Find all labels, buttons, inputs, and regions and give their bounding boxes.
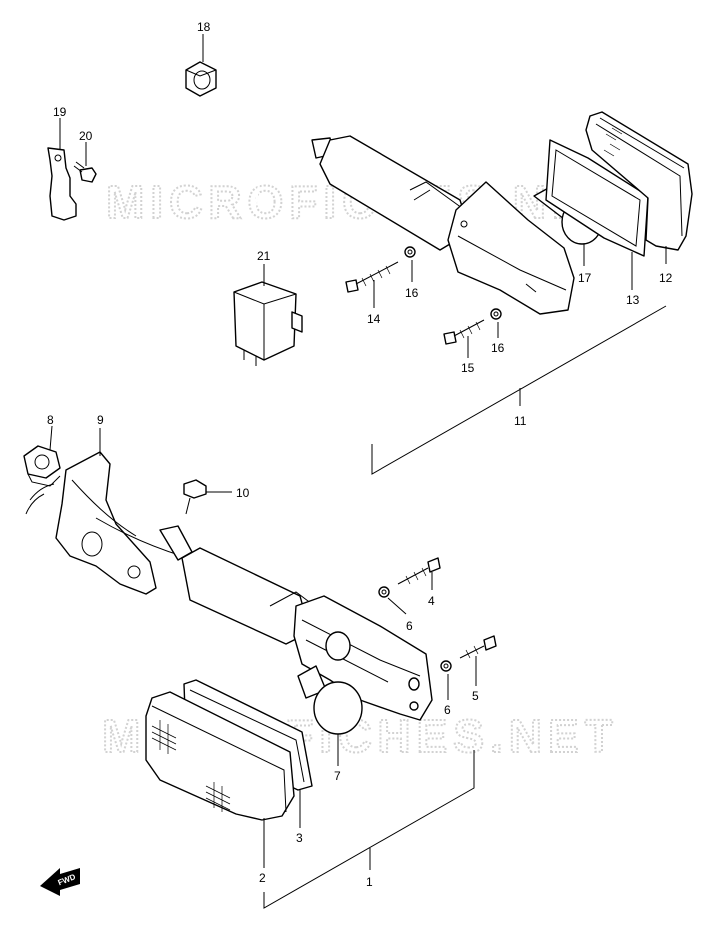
label-12: 12 xyxy=(659,271,673,285)
label-17: 17 xyxy=(578,271,592,285)
part-6-washer-lower xyxy=(440,660,452,672)
part-10-bolt xyxy=(183,479,207,515)
assembly-bracket-11 xyxy=(371,305,667,475)
label-6a: 6 xyxy=(406,619,413,633)
label-13: 13 xyxy=(626,293,640,307)
part-12-lens xyxy=(585,111,693,251)
label-11: 11 xyxy=(514,414,527,428)
label-7: 7 xyxy=(334,769,341,783)
label-15: 15 xyxy=(461,361,475,375)
label-10: 10 xyxy=(236,486,250,500)
label-5: 5 xyxy=(472,689,479,703)
part-11-rear-signal-assembly xyxy=(253,135,575,315)
label-4: 4 xyxy=(428,594,435,608)
part-20-screw xyxy=(73,161,97,183)
label-20: 20 xyxy=(79,129,93,143)
label-21: 21 xyxy=(257,249,271,263)
part-6-washer-upper xyxy=(378,586,390,598)
label-16a: 16 xyxy=(405,286,419,300)
label-19: 19 xyxy=(53,105,67,119)
label-14: 14 xyxy=(367,312,381,326)
label-6b: 6 xyxy=(444,703,451,717)
part-8-flange-nut xyxy=(23,445,61,487)
assembly-bracket-1 xyxy=(263,750,475,909)
part-21-relay xyxy=(233,281,303,366)
part-9-bracket-plate xyxy=(25,451,157,595)
label-1: 1 xyxy=(366,875,373,889)
part-16-washer-lower xyxy=(490,308,502,320)
front-signal-housing xyxy=(95,517,433,721)
part-5-screw xyxy=(459,635,497,659)
part-7-bulb xyxy=(297,665,363,735)
label-3: 3 xyxy=(296,831,303,845)
part-14-screw xyxy=(345,261,399,293)
part-18-cap-nut xyxy=(185,61,217,97)
part-4-screw xyxy=(397,557,441,585)
label-8: 8 xyxy=(47,413,54,427)
part-16-washer-upper xyxy=(404,246,416,258)
label-2: 2 xyxy=(259,871,266,885)
label-16b: 16 xyxy=(491,341,505,355)
part-2-lens xyxy=(145,691,295,821)
label-18: 18 xyxy=(197,20,211,34)
part-13-gasket xyxy=(545,139,649,257)
part-15-screw xyxy=(443,319,485,345)
label-9: 9 xyxy=(97,413,104,427)
fwd-arrow-icon: FWD xyxy=(40,868,80,896)
part-19-bracket xyxy=(47,147,77,221)
